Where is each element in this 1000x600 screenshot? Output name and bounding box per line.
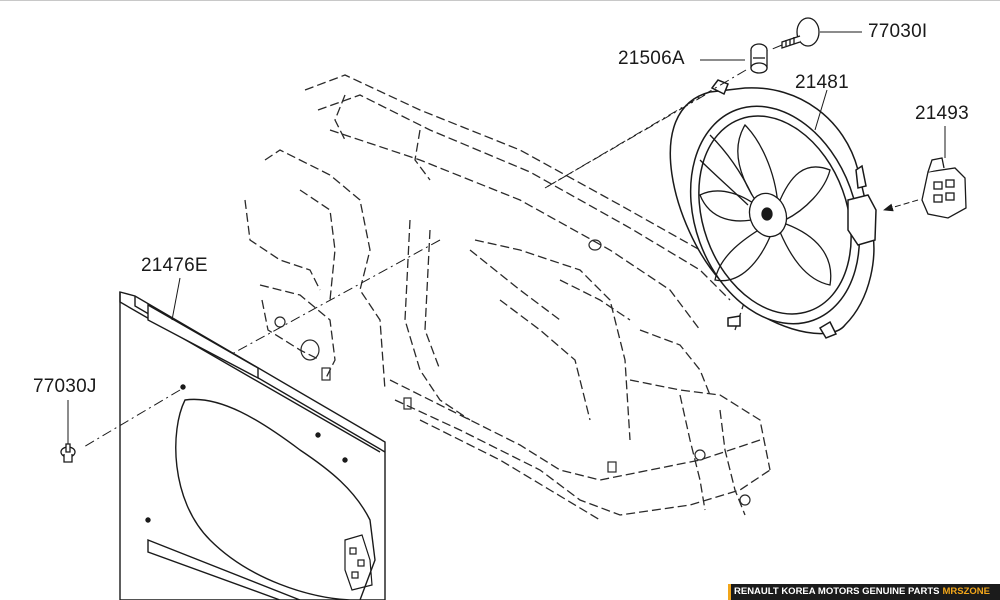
footer-brand-text: RENAULT KOREA MOTORS GENUINE PARTS <box>734 586 940 597</box>
part-label-21481: 21481 <box>795 72 849 93</box>
footer-accent-bar <box>728 584 731 600</box>
connector-arrow <box>883 199 919 212</box>
part-label-77030j: 77030J <box>33 376 97 397</box>
shroud-panel <box>119 291 386 600</box>
assembly-alignment-lines <box>81 44 783 449</box>
part-label-77030i: 77030I <box>868 21 928 42</box>
screw-left <box>60 443 76 463</box>
part-label-21506a: 21506A <box>618 48 685 69</box>
electrical-connector <box>921 157 967 219</box>
part-label-21493: 21493 <box>915 103 969 124</box>
screw-top <box>781 17 820 49</box>
fan-blades <box>699 123 832 286</box>
fan-hub <box>748 192 788 238</box>
part-label-21476e: 21476E <box>141 255 208 276</box>
footer-accent-text: MRSZONE <box>942 586 991 597</box>
top-border <box>0 0 1000 1</box>
leader-lines <box>67 31 946 444</box>
shroud-connector-block <box>344 534 373 591</box>
frame-fastener-details <box>274 239 751 506</box>
grommet <box>750 43 768 74</box>
